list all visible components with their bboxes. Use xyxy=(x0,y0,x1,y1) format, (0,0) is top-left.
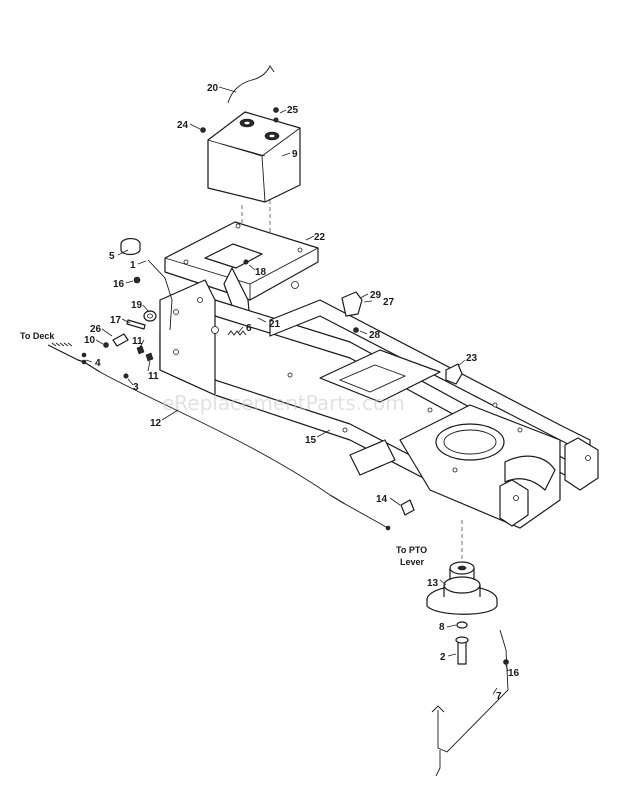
frame-holes xyxy=(211,281,523,473)
callout-16: 16 xyxy=(113,279,125,290)
battery-hold-down-rod xyxy=(227,65,275,104)
battery-terminal-hardware xyxy=(200,107,279,133)
callout-14: 14 xyxy=(376,494,388,505)
callout-9: 9 xyxy=(292,149,298,160)
watermark-text: eReplacementParts.com xyxy=(162,391,405,415)
spacer-8 xyxy=(456,621,468,629)
hex-nut-16 xyxy=(133,276,141,284)
callout-24: 24 xyxy=(177,120,189,131)
leader-lines xyxy=(85,86,509,695)
sensor-29 xyxy=(341,291,363,333)
switch-14 xyxy=(400,499,415,516)
ferrule-4 xyxy=(81,352,87,365)
callout-22: 22 xyxy=(314,232,326,243)
rod-1 xyxy=(147,259,173,331)
note-to-pto-line2: Lever xyxy=(400,557,425,567)
callout-25: 25 xyxy=(287,105,299,116)
note-to-deck: To Deck xyxy=(20,331,55,341)
callout-1: 1 xyxy=(130,260,136,271)
callout-18: 18 xyxy=(255,267,267,278)
connector-23 xyxy=(445,363,463,385)
callout-7: 7 xyxy=(496,691,502,702)
callout-28: 28 xyxy=(369,330,381,341)
link-rod-7 xyxy=(431,629,509,777)
callout-3: 3 xyxy=(133,382,139,393)
clip-16b xyxy=(503,659,509,665)
bolt-18 xyxy=(243,259,249,265)
callout-10: 10 xyxy=(84,335,96,346)
spring-6 xyxy=(227,330,247,336)
frame-cross-member xyxy=(319,349,441,403)
note-to-pto-line1: To PTO xyxy=(396,545,427,555)
pto-bracket xyxy=(349,439,396,476)
nut-3 xyxy=(123,373,129,379)
switch-26 xyxy=(112,333,129,347)
callout-8: 8 xyxy=(439,622,445,633)
callout-2: 2 xyxy=(440,652,446,663)
bushing-19 xyxy=(143,310,157,322)
callout-17: 17 xyxy=(110,315,122,326)
callout-13: 13 xyxy=(427,578,439,589)
callout-20: 20 xyxy=(207,83,219,94)
callout-4: 4 xyxy=(95,358,101,369)
bolt-2 xyxy=(455,636,469,665)
grip-handle xyxy=(120,238,141,256)
clip-11 xyxy=(136,345,154,362)
callout-11: 11 xyxy=(132,336,143,347)
callout-5: 5 xyxy=(109,251,115,262)
frame-rear-brackets xyxy=(499,437,599,527)
callout-16b: 16 xyxy=(508,668,520,679)
callout-11b: 11 xyxy=(148,371,159,382)
frame-front-plate xyxy=(159,279,216,396)
pin-17 xyxy=(126,319,146,330)
cable-12 xyxy=(47,342,391,531)
callout-21: 21 xyxy=(269,319,281,330)
callout-12: 12 xyxy=(150,418,162,429)
clip-10 xyxy=(103,342,109,348)
callout-26: 26 xyxy=(90,324,102,335)
callout-27: 27 xyxy=(383,297,395,308)
callout-15: 15 xyxy=(305,435,317,446)
callout-29: 29 xyxy=(370,290,382,301)
callout-6: 6 xyxy=(246,323,252,334)
pulley-13 xyxy=(426,561,498,615)
callout-23: 23 xyxy=(466,353,478,364)
callout-19: 19 xyxy=(131,300,143,311)
battery xyxy=(207,111,301,203)
